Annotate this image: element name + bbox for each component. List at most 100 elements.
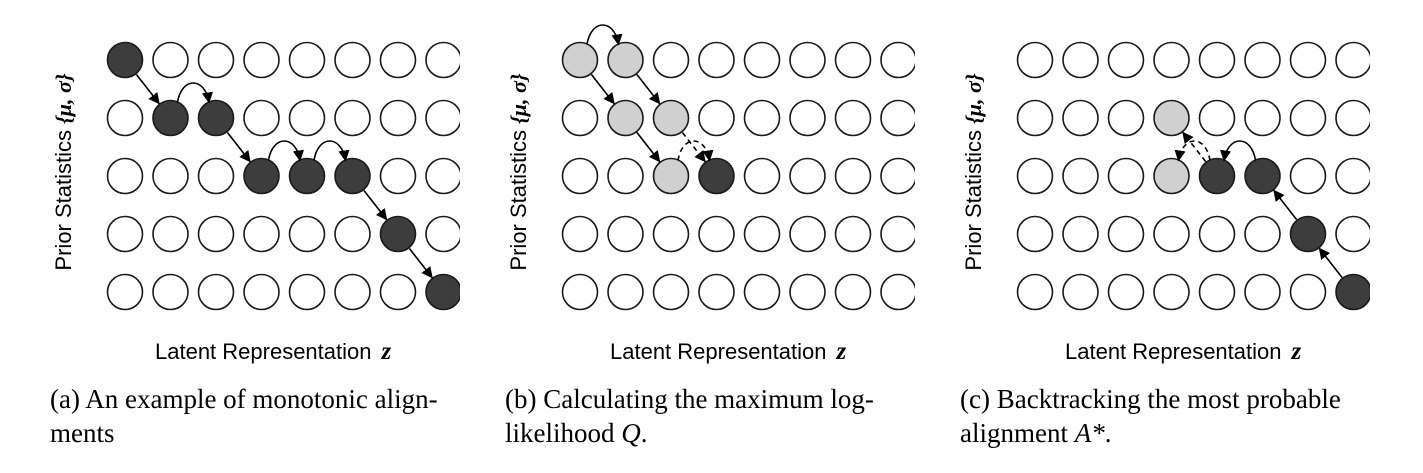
node-empty-a-r1-c0 [106, 99, 144, 137]
node-gray-c-r1-c3 [1153, 99, 1190, 137]
node-empty-a-r0-c3 [243, 41, 280, 79]
node-empty-c-r2-c6 [1289, 157, 1327, 195]
node-empty-c-r3-c0 [1016, 215, 1054, 253]
node-empty-b-r0-c2 [652, 41, 690, 79]
node-dark-a-r0-c0 [106, 41, 144, 79]
node-empty-c-r2-c0 [1016, 157, 1054, 195]
node-empty-a-r3-c2 [197, 215, 235, 253]
caption-line2-c: alignment A*. [960, 418, 1112, 448]
node-empty-c-r3-c7 [1335, 215, 1370, 253]
node-empty-b-r3-c4 [743, 215, 781, 253]
node-empty-b-r0-c6 [834, 41, 872, 79]
node-empty-c-r4-c0 [1016, 273, 1054, 311]
arrow-solid-c-0 [1318, 247, 1343, 278]
node-empty-c-r3-c4 [1198, 215, 1236, 253]
node-empty-b-r2-c6 [834, 157, 872, 195]
arrow-dashed-c-4 [1174, 140, 1211, 162]
x-axis-text-c: Latent Representation [1065, 339, 1282, 364]
caption-line2-b: likelihood Q. [505, 418, 648, 448]
node-dark-a-r1-c2 [197, 99, 235, 137]
node-empty-b-r3-c7 [880, 215, 915, 253]
node-empty-a-r0-c7 [425, 41, 460, 79]
node-empty-a-r0-c4 [288, 41, 326, 79]
caption-a: (a) An example of monotonic align- ments [50, 382, 470, 450]
y-axis-text-c: Prior Statistics [961, 129, 986, 271]
y-axis-label-c: Prior Statistics {μ, σ} [961, 73, 987, 270]
node-empty-a-r2-c7 [425, 157, 460, 195]
node-dark-c-r2-c5 [1244, 157, 1281, 195]
node-empty-a-r2-c2 [197, 157, 235, 195]
node-empty-a-r3-c7 [425, 215, 460, 253]
node-empty-a-r4-c0 [106, 273, 144, 311]
y-axis-text-b: Prior Statistics [506, 129, 531, 271]
arrow-solid-a-6 [408, 248, 433, 279]
y-axis-text-a: Prior Statistics [51, 129, 76, 271]
arrow-solid-a-2 [226, 132, 251, 163]
node-empty-a-r4-c3 [243, 273, 280, 311]
arrow-solid-a-3 [267, 140, 304, 162]
y-axis-label-a: Prior Statistics {μ, σ} [51, 73, 77, 270]
node-empty-a-r4-c4 [288, 273, 326, 311]
y-axis-symbol-c: {μ, σ} [961, 73, 986, 124]
arrow-solid-c-1 [1273, 189, 1298, 220]
caption-line1-a: (a) An example of monotonic align- [50, 384, 438, 414]
node-empty-a-r0-c1 [152, 41, 189, 79]
node-gray-b-r2-c2 [652, 157, 690, 195]
node-empty-b-r1-c0 [561, 99, 599, 137]
node-empty-b-r3-c2 [652, 215, 690, 253]
node-empty-a-r1-c5 [334, 99, 371, 137]
node-dark-a-r2-c4 [288, 157, 326, 195]
arrow-solid-a-0 [135, 74, 160, 105]
node-empty-b-r0-c3 [698, 41, 735, 79]
node-empty-a-r1-c3 [243, 99, 280, 137]
node-empty-c-r1-c4 [1198, 99, 1236, 137]
caption-line2-a: ments [50, 418, 115, 448]
node-empty-b-r4-c0 [561, 273, 599, 311]
caption-line1-c: (c) Backtracking the most probable [960, 384, 1341, 414]
panel-b: Prior Statistics {μ, σ} Latent Represent… [455, 0, 915, 473]
node-empty-c-r3-c1 [1062, 215, 1099, 253]
node-empty-a-r4-c6 [379, 273, 417, 311]
node-empty-b-r1-c6 [834, 99, 872, 137]
node-empty-c-r1-c5 [1244, 99, 1281, 137]
node-empty-c-r0-c2 [1107, 41, 1145, 79]
node-empty-a-r3-c3 [243, 215, 280, 253]
node-empty-c-r2-c7 [1335, 157, 1370, 195]
node-dark-a-r3-c6 [379, 215, 417, 253]
arrow-solid-a-1 [176, 82, 213, 104]
node-empty-a-r3-c0 [106, 215, 144, 253]
node-empty-b-r0-c5 [789, 41, 826, 79]
y-axis-symbol-a: {μ, σ} [51, 73, 76, 124]
node-dark-a-r2-c5 [334, 157, 371, 195]
arrow-solid-b-0 [586, 24, 623, 46]
node-empty-a-r3-c4 [288, 215, 326, 253]
node-gray-c-r2-c3 [1153, 157, 1190, 195]
caption-line1-b: (b) Calculating the maximum log- [505, 384, 874, 414]
node-empty-b-r1-c7 [880, 99, 915, 137]
node-empty-b-r2-c0 [561, 157, 599, 195]
node-empty-b-r4-c2 [652, 273, 690, 311]
y-axis-label-b: Prior Statistics {μ, σ} [506, 73, 532, 270]
node-empty-c-r0-c6 [1289, 41, 1327, 79]
node-empty-b-r4-c1 [607, 273, 644, 311]
x-axis-text-b: Latent Representation [610, 339, 827, 364]
node-gray-b-r1-c2 [652, 99, 690, 137]
node-empty-c-r0-c5 [1244, 41, 1281, 79]
node-empty-a-r0-c5 [334, 41, 371, 79]
node-empty-b-r2-c7 [880, 157, 915, 195]
node-empty-c-r2-c2 [1107, 157, 1145, 195]
node-empty-c-r0-c1 [1062, 41, 1099, 79]
node-empty-c-r2-c1 [1062, 157, 1099, 195]
node-empty-c-r0-c0 [1016, 41, 1054, 79]
node-empty-c-r3-c5 [1244, 215, 1281, 253]
caption-b: (b) Calculating the maximum log- likelih… [505, 382, 925, 450]
node-empty-b-r3-c0 [561, 215, 599, 253]
panel-a: Prior Statistics {μ, σ} Latent Represent… [0, 0, 460, 473]
node-empty-c-r0-c7 [1335, 41, 1370, 79]
node-empty-a-r2-c1 [152, 157, 189, 195]
node-empty-c-r4-c6 [1289, 273, 1327, 311]
node-empty-c-r1-c1 [1062, 99, 1099, 137]
caption-c: (c) Backtracking the most probable align… [960, 382, 1380, 450]
